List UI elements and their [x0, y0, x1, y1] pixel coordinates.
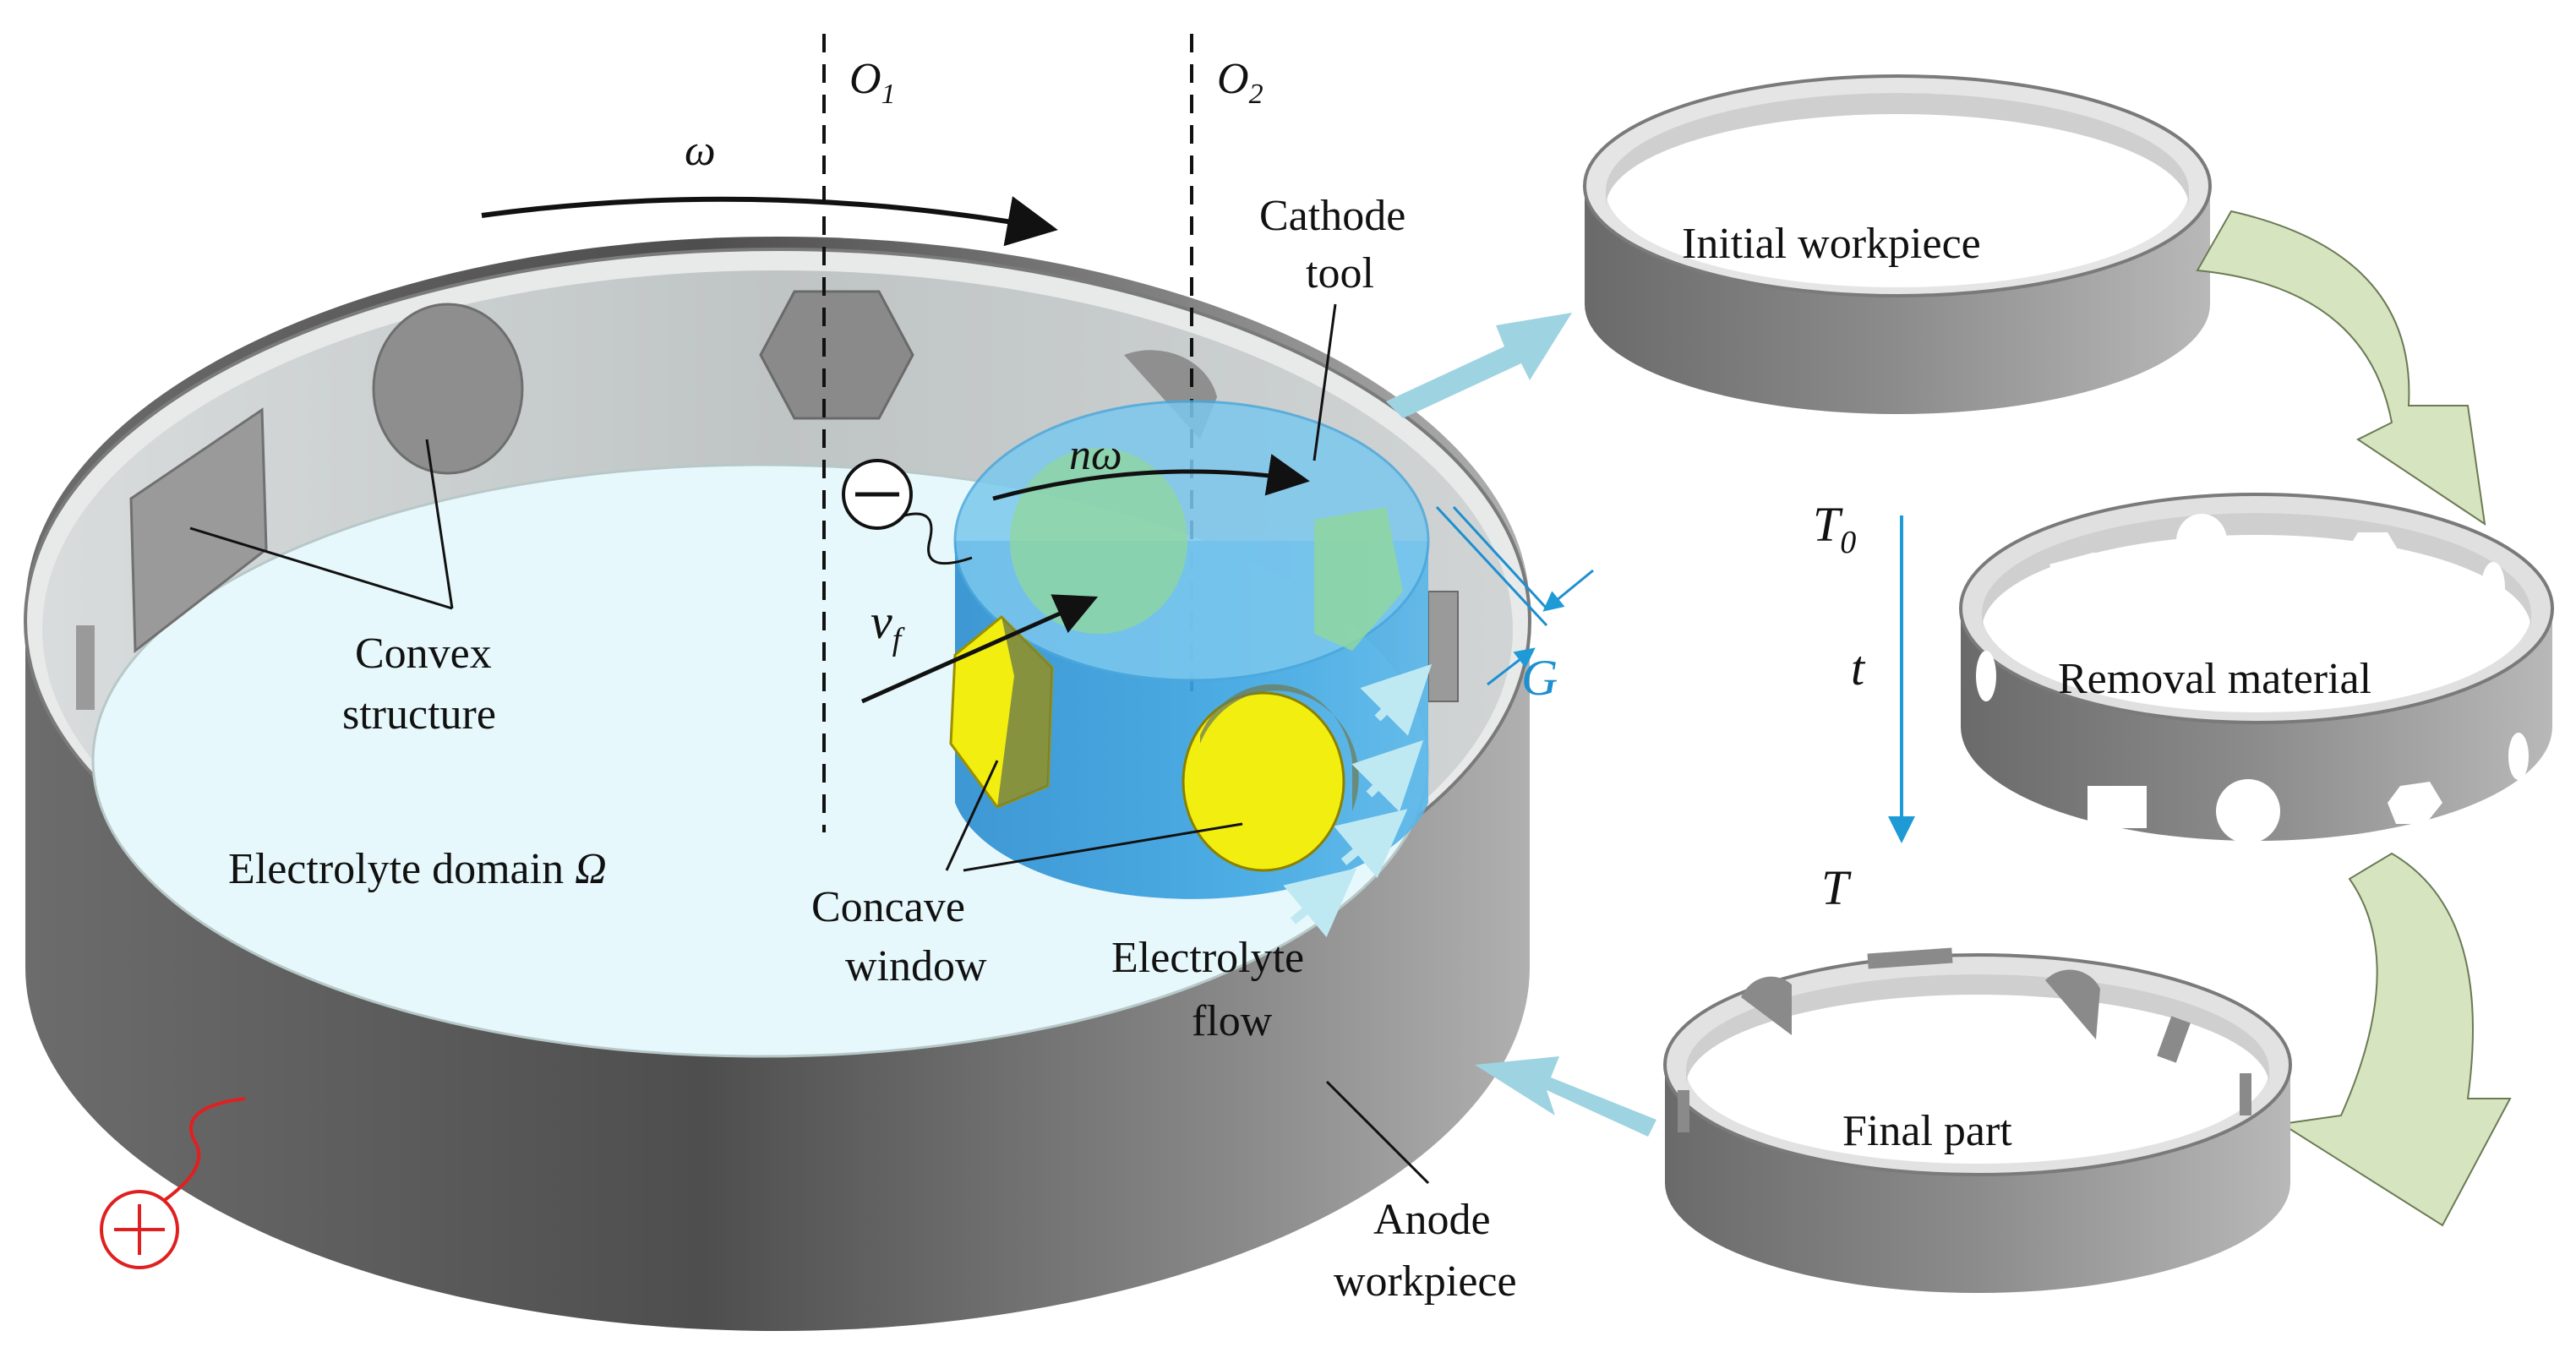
convex-label-line1: Convex — [355, 630, 492, 678]
cathode-tool-label-line2: tool — [1306, 249, 1374, 297]
removal-material-label: Removal material — [2058, 655, 2371, 703]
window-circle-top — [1010, 448, 1187, 634]
electrolyte-flow-label-line2: flow — [1192, 997, 1273, 1045]
flow-arrow-3 — [1351, 739, 1424, 812]
flow-arrow-4 — [1360, 663, 1433, 736]
gap-line-2 — [1452, 505, 1548, 610]
convex-small-feature-left — [76, 625, 95, 710]
flow-arrow-2 — [1334, 809, 1408, 879]
n-omega-label: nω — [1069, 431, 1122, 479]
convex-label-line2: structure — [342, 690, 496, 739]
ring-initial-workpiece — [1583, 74, 2212, 414]
negative-electrode-wire — [903, 512, 973, 565]
convex-leader-circle — [425, 439, 454, 609]
positive-electrode-wire — [163, 1097, 246, 1202]
flow-arrow-1 — [1283, 868, 1357, 938]
convex-leader-rect — [189, 526, 453, 610]
gap-line-1 — [1435, 505, 1548, 627]
convex-small-feature-right — [1427, 591, 1459, 702]
cathode-leader — [1313, 303, 1337, 461]
omega-label: ω — [685, 127, 716, 175]
t-label: t — [1851, 641, 1866, 695]
gap-label: G — [1521, 650, 1558, 706]
anode-leader — [1325, 1080, 1430, 1185]
feed-arrow-vf — [860, 594, 1099, 704]
rotation-arrow-n-omega — [992, 454, 1310, 501]
convex-circle-feature — [372, 303, 524, 475]
t0-label: T0 — [1813, 497, 1856, 560]
window-hex-right — [1314, 507, 1403, 651]
process-arrow-removal-to-final — [2279, 852, 2512, 1227]
ring-removal-material — [1959, 493, 2554, 843]
ring-final-part — [1663, 947, 2292, 1293]
anode-label-line2: workpiece — [1334, 1257, 1517, 1306]
electrolyte-domain-label: Electrolyte domain Ω — [228, 845, 607, 893]
concave-leader-hex — [945, 760, 999, 871]
concave-circle-window — [1182, 691, 1345, 872]
o2-label: O2 — [1217, 55, 1263, 110]
concave-leader-circle — [963, 822, 1243, 872]
T-label: T — [1821, 860, 1852, 915]
cathode-tool — [949, 400, 1430, 899]
concave-hexagon-side — [997, 617, 1052, 807]
concave-window-label-line2: window — [845, 942, 987, 990]
convex-hexagon-feature — [759, 290, 914, 420]
electrolyte-flow-label-line1: Electrolyte — [1111, 934, 1304, 982]
initial-workpiece-label: Initial workpiece — [1682, 220, 1981, 268]
process-arrow-final-to-anode — [1475, 1056, 1656, 1137]
concave-window-label-line1: Concave — [811, 883, 965, 931]
rotation-arrow-omega — [481, 196, 1058, 247]
process-arrow-initial-to-removal — [2196, 210, 2486, 526]
o1-label: O1 — [849, 55, 896, 110]
gap-arrow-upper — [1542, 569, 1594, 612]
positive-electrode-symbol — [100, 1190, 179, 1269]
electrolyte-flow-arrows — [1283, 663, 1433, 938]
gap-arrow-lower — [1487, 647, 1536, 686]
process-arrow-to-initial — [1386, 313, 1572, 418]
final-part-label: Final part — [1842, 1107, 2012, 1155]
anode-label-line1: Anode — [1373, 1196, 1491, 1244]
cathode-tool-label-line1: Cathode — [1259, 192, 1405, 240]
